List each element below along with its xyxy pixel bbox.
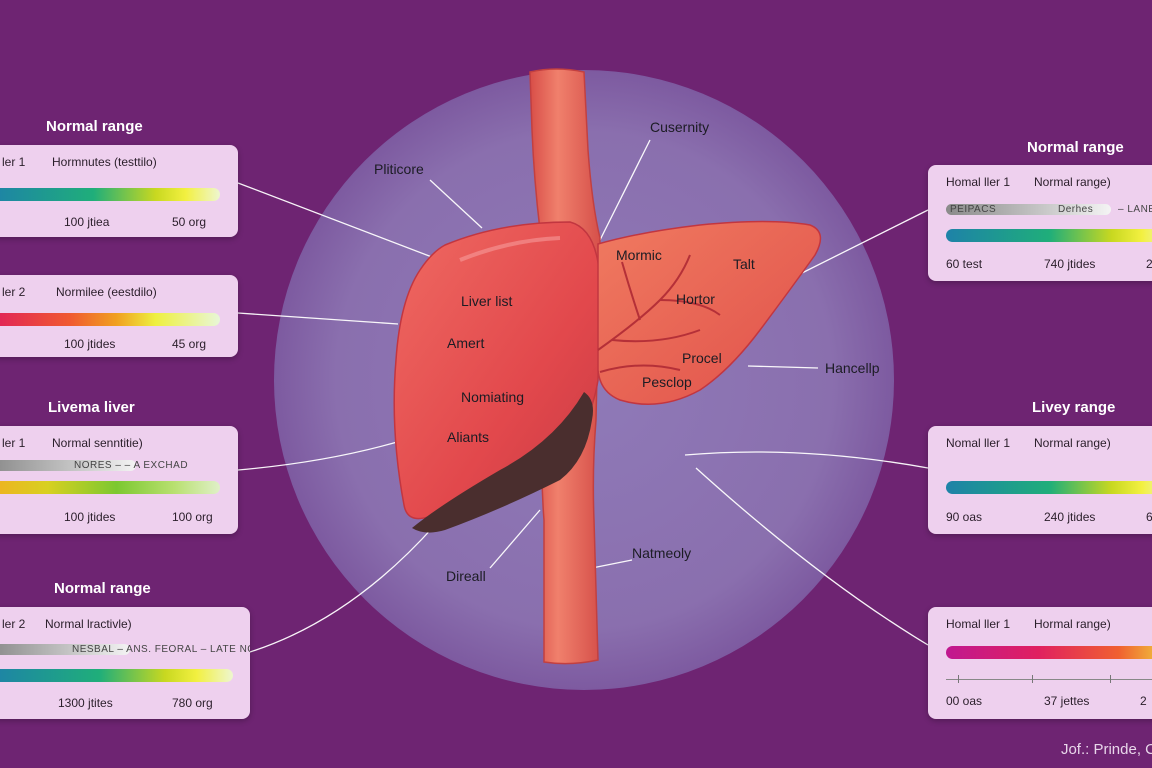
right-card-3-tick [1110,675,1111,683]
right-card-2-value-1: 90 oas [946,510,983,524]
label-amert: Amert [447,335,484,351]
left-card-2-value-2: 45 org [172,337,207,351]
right-card-1: Homal ller 1 Normal range) PEIPACS Derhe… [928,165,1152,281]
label-mormic: Mormic [616,247,662,263]
right-card-3-tick [1032,675,1033,683]
right-card-3-tick [958,675,959,683]
right-heading-2: Livey range [1032,399,1116,416]
label-natmeoly: Natmeoly [632,545,691,561]
right-card-1-tag-bar [946,204,1111,215]
right-card-1-title: Normal range) [1034,175,1111,189]
right-card-2-code: Nomal ller 1 [946,436,1011,450]
right-card-3-value-3: 2 [1140,694,1147,708]
right-card-1-tag-2: Derhes [1058,204,1094,215]
left-card-2: ler 2 Normilee (eestdilo) 100 jtides 45 … [0,275,238,357]
left-card-1-title: Hormnutes (testtilo) [52,155,157,169]
label-hortor: Hortor [676,291,715,307]
left-card-2-range-bar [0,313,220,326]
left-card-3-value-2: 100 org [172,510,213,524]
left-card-3-range-bar [0,481,220,494]
right-card-3-value-2: 37 jettes [1044,694,1090,708]
right-card-1-value-3: 2 [1146,257,1152,271]
left-card-2-title: Normilee (eestdilo) [56,285,157,299]
label-nomiating: Nomiating [461,389,524,405]
left-card-4-value-1: 1300 jtites [58,696,113,710]
left-card-4: ler 2 Normal lractivle) NESBAL – ANS. FE… [0,607,250,719]
right-card-1-range-bar [946,229,1152,242]
right-card-3-range-bar [946,646,1152,659]
left-card-4-value-2: 780 org [172,696,213,710]
right-card-2: Nomal ller 1 Normal range) 90 oas 240 jt… [928,426,1152,534]
left-heading-4: Normal range [54,580,151,597]
right-card-3-value-1: 00 oas [946,694,983,708]
right-card-1-code: Homal ller 1 [946,175,1011,189]
right-card-3: Homal ller 1 Hormal range) 00 oas 37 jet… [928,607,1152,719]
right-card-3-title: Hormal range) [1034,617,1111,631]
right-heading-1: Normal range [1027,139,1124,156]
left-card-4-tag-bar [0,644,130,655]
right-card-2-value-3: 6 [1146,510,1152,524]
label-hancellp: Hancellp [825,360,880,376]
left-card-3-title: Normal senntitie) [52,436,143,450]
left-card-2-code: ler 2 [2,285,26,299]
left-card-3: ler 1 Normal senntitie) NORES – – A EXCH… [0,426,238,534]
left-card-1-value-1: 100 jtiea [64,215,110,229]
left-card-2-value-1: 100 jtides [64,337,116,351]
right-card-2-value-2: 240 jtides [1044,510,1096,524]
label-liver-list: Liver list [461,293,512,309]
left-card-3-code: ler 1 [2,436,26,450]
diagram-labels: Pliticore Cusernity Mormic Talt Hortor P… [374,119,880,584]
left-heading-1: Normal range [46,118,143,135]
right-card-2-range-bar [946,481,1152,494]
right-card-1-tag-1: PEIPACS [950,204,997,215]
left-card-1-value-2: 50 org [172,215,207,229]
left-card-4-range-bar [0,669,233,682]
right-card-1-value-2: 740 jtides [1044,257,1096,271]
left-card-1-code: ler 1 [2,155,26,169]
label-aliants: Aliants [447,429,489,445]
right-card-2-title: Normal range) [1034,436,1111,450]
label-pliticore: Pliticore [374,161,424,177]
liver-veins [597,254,721,373]
label-pesclop: Pesclop [642,374,692,390]
liver-right-lobe [597,220,822,405]
left-card-4-code: ler 2 [2,617,26,631]
left-card-3-value-1: 100 jtides [64,510,116,524]
right-card-3-axis [946,679,1152,680]
right-card-1-tag-3: – LANED [1118,204,1152,215]
liver-shadow [412,392,593,533]
left-card-3-tag-bar [0,460,136,471]
credit-text: Jof.: Prinde, C [1060,741,1152,758]
label-procel: Procel [682,350,722,366]
right-card-3-code: Homal ller 1 [946,617,1011,631]
left-card-1: ler 1 Hormnutes (testtilo) 100 jtiea 50 … [0,145,238,237]
left-card-3-tag: NORES – – A EXCHAD [74,460,189,471]
left-card-4-title: Normal lractivle) [45,617,132,631]
left-card-4-tag: NESBAL – ANS. FEORAL – LATE NC) [72,644,250,655]
label-talt: Talt [733,256,755,272]
label-cusernity: Cusernity [650,119,709,135]
label-direall: Direall [446,568,486,584]
right-card-1-value-1: 60 test [946,257,983,271]
left-card-1-range-bar [0,188,220,201]
left-heading-3: Livema liver [48,399,135,416]
